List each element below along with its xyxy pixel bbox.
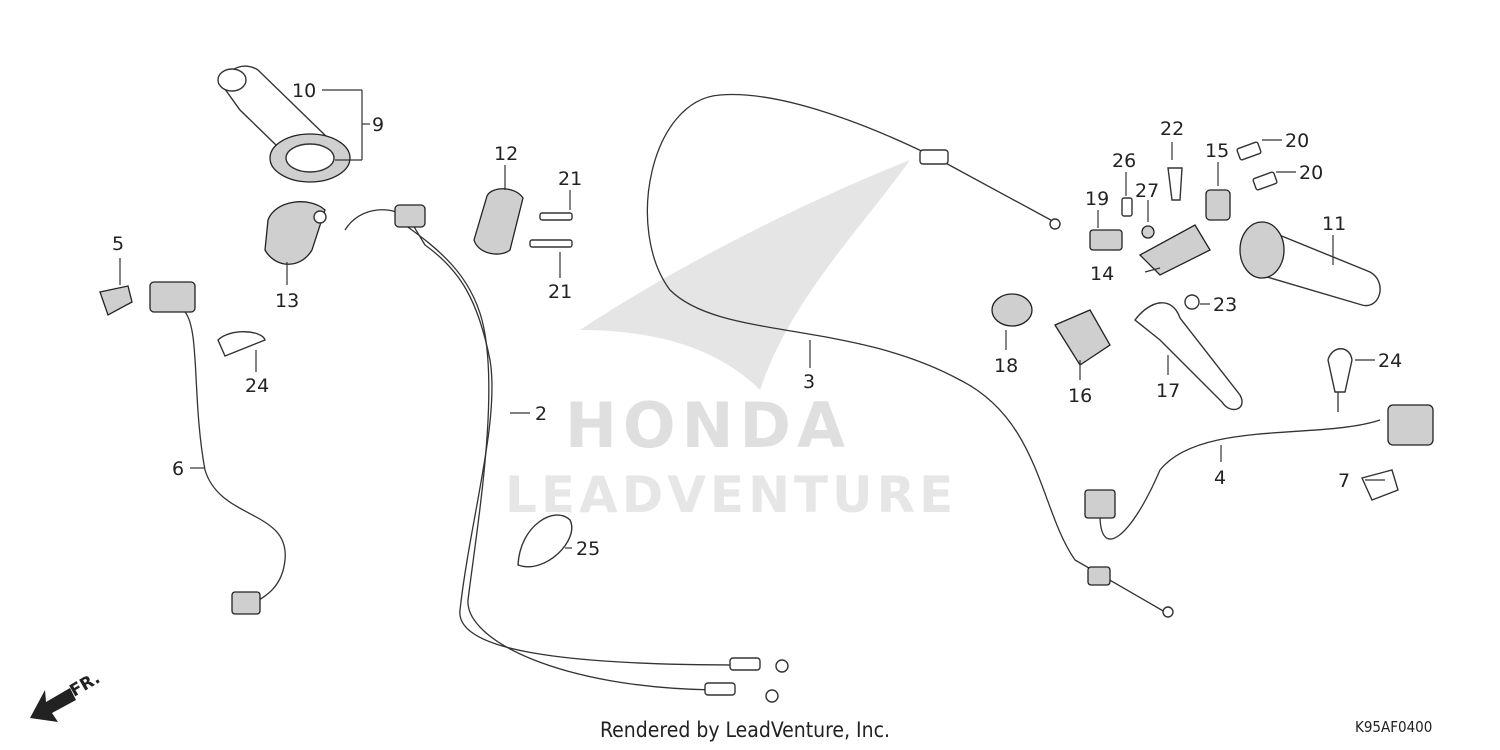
callout-19: 19 [1085,188,1109,210]
adjuster-part [991,293,1033,327]
watermark-brand: HONDA [565,389,851,462]
callout-4: 4 [1214,467,1226,489]
callout-25: 25 [576,538,600,560]
footer-credit: Rendered by LeadVenture, Inc. [600,718,890,742]
callout-10: 10 [292,80,316,102]
callout-16: 16 [1068,385,1092,407]
clutch-lever-part [1134,294,1243,411]
callout-5: 5 [112,233,124,255]
callout-2: 2 [535,403,547,425]
holder-part [473,188,573,255]
right-switch-harness-part [1084,404,1434,540]
callout-labels: 10 9 12 21 21 13 5 24 6 2 25 3 22 26 27 … [112,80,1402,560]
clutch-holder-part [1089,141,1278,276]
clutch-grip-part [1239,221,1381,307]
callout-15: 15 [1205,140,1229,162]
callout-26: 26 [1112,150,1136,172]
leader-lines [119,89,1385,549]
watermark: HONDA LEADVENTURE [505,160,957,524]
callout-22: 22 [1160,118,1184,140]
front-arrow: FR. [30,668,104,722]
left-switch-harness-part [99,281,286,615]
callout-9: 9 [372,114,384,136]
cable-tie-right-part [1327,348,1353,412]
callout-7: 7 [1338,470,1350,492]
callout-13: 13 [275,290,299,312]
callout-14: 14 [1090,263,1114,285]
callout-18: 18 [994,355,1018,377]
arrow-left-down-icon [30,688,76,722]
callout-21-upper: 21 [558,168,582,190]
callout-24-right: 24 [1378,350,1402,372]
callout-3: 3 [803,371,815,393]
diagram-code: K95AF0400 [1355,718,1433,736]
callout-27: 27 [1135,180,1159,202]
callout-12: 12 [494,143,518,165]
callout-23: 23 [1213,294,1237,316]
throttle-housing-part [264,201,327,265]
band-part [517,514,573,568]
callout-20-lower: 20 [1299,162,1323,184]
callout-21-lower: 21 [548,281,572,303]
callout-20-upper: 20 [1285,130,1309,152]
clutch-cable-part [646,93,1174,618]
callout-11: 11 [1322,213,1346,235]
honda-wing-logo [580,160,910,390]
callout-6: 6 [172,458,184,480]
callout-17: 17 [1156,380,1180,402]
throttle-grip-part [217,65,351,183]
callout-24-left: 24 [245,375,269,397]
switch-part-16 [1054,309,1111,366]
throttle-cables-part [344,204,789,703]
watermark-company: LEADVENTURE [505,466,957,524]
